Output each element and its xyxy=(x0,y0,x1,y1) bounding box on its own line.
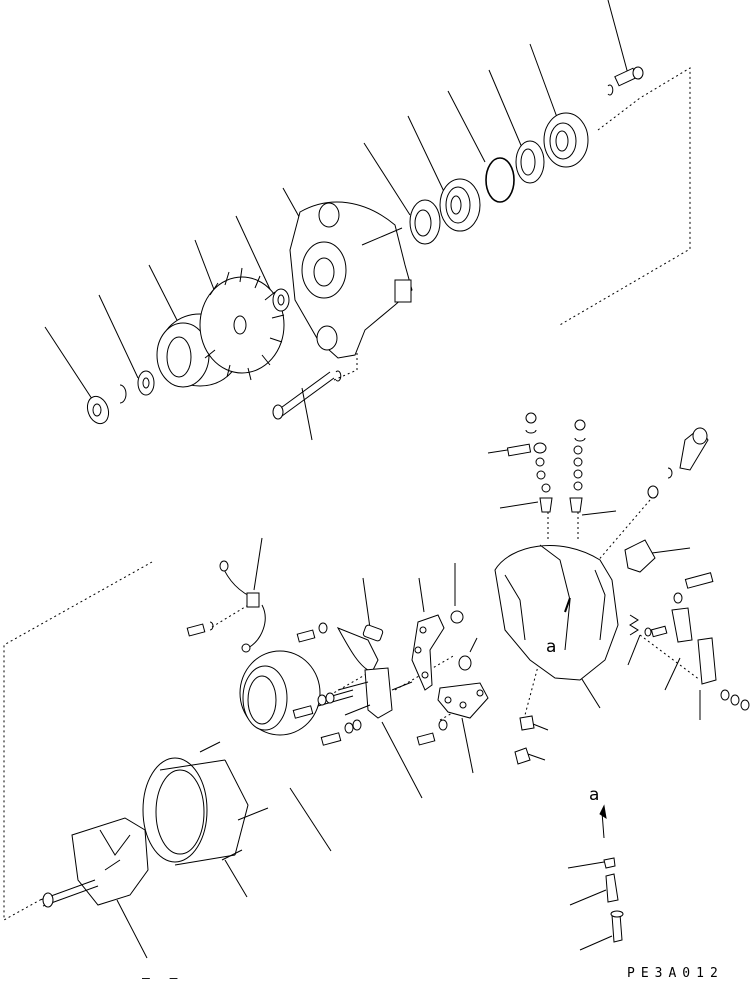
footer-mark: – – xyxy=(142,971,184,986)
rear-assembly xyxy=(3,412,750,959)
front-assembly xyxy=(44,0,691,441)
view-marker-a-detail: a xyxy=(589,785,600,805)
drawing-code: PE3A012 xyxy=(627,966,724,981)
view-marker-a-housing: a xyxy=(546,637,557,657)
